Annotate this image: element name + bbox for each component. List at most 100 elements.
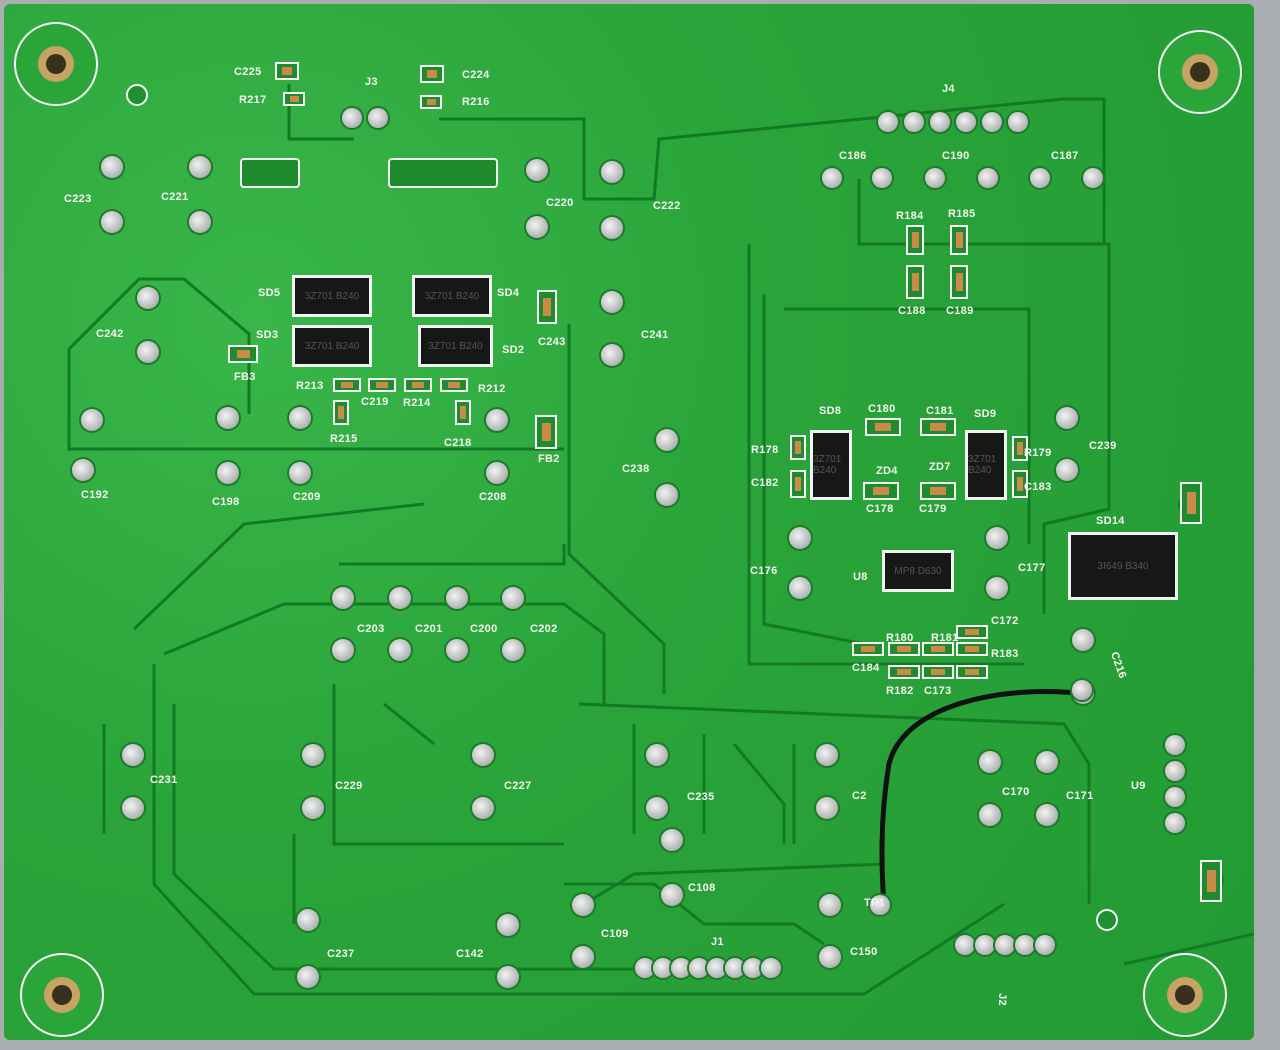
header-pin — [978, 168, 998, 188]
capacitor-pad — [1056, 459, 1078, 481]
silkscreen-label-r216: R216 — [462, 96, 490, 108]
silkscreen-label-c182: C182 — [751, 477, 779, 489]
capacitor-pad — [497, 914, 519, 936]
mounting-hole — [1158, 30, 1242, 114]
capacitor-pad — [661, 884, 683, 906]
smd-component — [950, 225, 968, 255]
capacitor-pad — [217, 407, 239, 429]
silkscreen-label-u8: U8 — [853, 571, 868, 583]
header-pin — [1165, 735, 1185, 755]
capacitor-pad — [656, 484, 678, 506]
capacitor-pad — [486, 409, 508, 431]
capacitor-pad — [789, 527, 811, 549]
silkscreen-label-c172: C172 — [991, 615, 1019, 627]
capacitor-pad — [137, 287, 159, 309]
smd-component — [865, 418, 901, 436]
capacitor-pad — [189, 156, 211, 178]
header-pin — [1165, 761, 1185, 781]
capacitor-pad — [819, 894, 841, 916]
sd4-diode: 3Z701 B240 — [412, 275, 492, 317]
silkscreen-label-r183: R183 — [991, 648, 1019, 660]
header-pin — [995, 935, 1015, 955]
sd8-diode: 3Z701 B240 — [810, 430, 852, 500]
header-pin — [1165, 813, 1185, 833]
smd-component — [404, 378, 432, 392]
capacitor-pad — [526, 159, 548, 181]
silkscreen-label-c181: C181 — [926, 405, 954, 417]
smd-component — [368, 378, 396, 392]
silkscreen-label-c198: C198 — [212, 496, 240, 508]
capacitor-pad — [389, 587, 411, 609]
capacitor-pad — [472, 744, 494, 766]
silkscreen-label-c220: C220 — [546, 197, 574, 209]
smd-component — [956, 642, 988, 656]
capacitor-pad — [189, 211, 211, 233]
silkscreen-label-c242: C242 — [96, 328, 124, 340]
silkscreen-label-c224: C224 — [462, 69, 490, 81]
capacitor-pad — [101, 156, 123, 178]
smd-component — [333, 400, 349, 425]
capacitor-pad — [646, 797, 668, 819]
header-pin — [1083, 168, 1103, 188]
silkscreen-label-r178: R178 — [751, 444, 779, 456]
smd-component — [1200, 860, 1222, 902]
silkscreen-label-r214: R214 — [403, 397, 431, 409]
mounting-hole — [14, 22, 98, 106]
capacitor-pad — [72, 459, 94, 481]
smd-component — [228, 345, 258, 363]
header-pin — [1035, 935, 1055, 955]
silkscreen-label-c183: C183 — [1024, 481, 1052, 493]
capacitor-pad — [137, 341, 159, 363]
header-pin — [975, 935, 995, 955]
silkscreen-label-c109: C109 — [601, 928, 629, 940]
silkscreen-label-c142: C142 — [456, 948, 484, 960]
header-pin — [1165, 787, 1185, 807]
sd9-diode: 3Z701 B240 — [965, 430, 1007, 500]
silkscreen-label-sd9: SD9 — [974, 408, 997, 420]
silkscreen-label-c190: C190 — [942, 150, 970, 162]
smd-component — [950, 265, 968, 299]
silkscreen-label-zd7: ZD7 — [929, 461, 951, 473]
capacitor-pad — [789, 577, 811, 599]
header-pin — [725, 958, 745, 978]
capacitor-pad — [601, 217, 623, 239]
capacitor-pad — [979, 804, 1001, 826]
silkscreen-label-c176: C176 — [750, 565, 778, 577]
capacitor-pad — [601, 161, 623, 183]
sd14-diode: 3I649 B340 — [1068, 532, 1178, 600]
silkscreen-label-c201: C201 — [415, 623, 443, 635]
silkscreen-label-c2: C2 — [852, 790, 867, 802]
silkscreen-label-r184: R184 — [896, 210, 924, 222]
smd-component — [440, 378, 468, 392]
silkscreen-label-c209: C209 — [293, 491, 321, 503]
silkscreen-label-c186: C186 — [839, 150, 867, 162]
silkscreen-label-r185: R185 — [948, 208, 976, 220]
copper-traces — [67, 84, 1254, 996]
capacitor-pad — [1056, 407, 1078, 429]
silkscreen-label-c241: C241 — [641, 329, 669, 341]
silkscreen-label-c173: C173 — [924, 685, 952, 697]
silkscreen-label-r217: R217 — [239, 94, 267, 106]
silkscreen-label-r179: R179 — [1024, 447, 1052, 459]
capacitor-pad — [389, 639, 411, 661]
silkscreen-label-j1: J1 — [711, 936, 724, 948]
capacitor-pad — [572, 894, 594, 916]
smd-component — [852, 642, 884, 656]
header-pin — [930, 112, 950, 132]
silkscreen-label-sd14: SD14 — [1096, 515, 1125, 527]
silkscreen-label-r213: R213 — [296, 380, 324, 392]
capacitor-pad — [601, 291, 623, 313]
capacitor-pad — [101, 211, 123, 233]
silkscreen-label-c179: C179 — [919, 503, 947, 515]
silkscreen-label-tp1: TP1 — [864, 897, 886, 909]
silkscreen-label-c238: C238 — [622, 463, 650, 475]
silkscreen-label-c229: C229 — [335, 780, 363, 792]
header-pin — [982, 112, 1002, 132]
smd-component — [420, 65, 444, 83]
capacitor-pad — [446, 639, 468, 661]
header-pin — [671, 958, 691, 978]
silkscreen-label-sd3: SD3 — [256, 329, 279, 341]
silkscreen-label-c177: C177 — [1018, 562, 1046, 574]
smd-component — [1180, 482, 1202, 524]
silkscreen-label-fb2: FB2 — [538, 453, 560, 465]
